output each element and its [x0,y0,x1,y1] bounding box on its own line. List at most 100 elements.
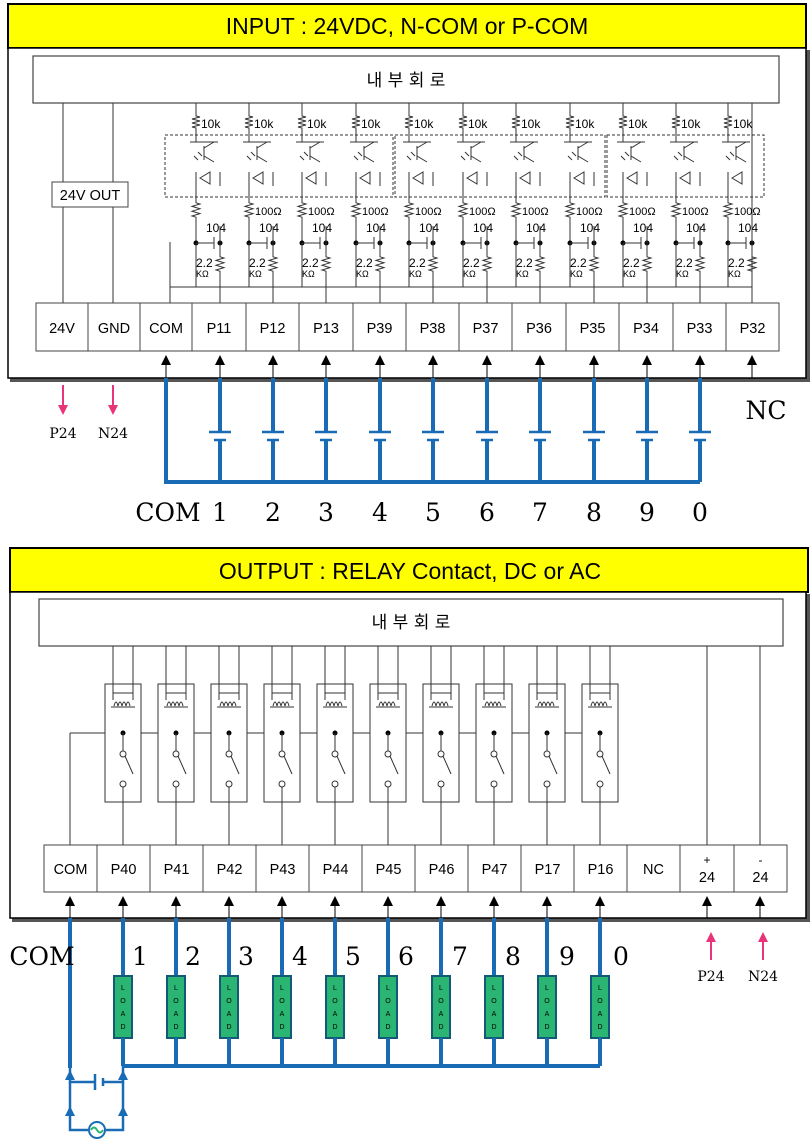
terminal-arrow [535,355,545,365]
load-letter: A [492,1011,497,1018]
load-label-9: 9 [559,942,575,971]
resistor-22k-label: 2.2 [356,256,373,270]
resistor-22k-unit: KΩ [570,269,583,279]
switch-label-2: 2 [265,498,281,527]
load-letter: D [226,1024,231,1031]
terminal-com [43,844,98,893]
resistor-10k-label: 10k [361,117,381,131]
resistor [190,198,202,222]
terminal-arrow [428,355,438,365]
load-letter: D [385,1024,390,1031]
coil-icon [431,701,449,707]
capacitor-label: 104 [473,221,493,235]
terminal-label: P46 [429,862,455,878]
phototransistor [470,141,482,163]
wire [515,172,541,200]
light-arrows [620,151,630,161]
coil-icon [325,701,343,707]
led [626,171,638,185]
wire [622,172,648,200]
resistor-22k-label: 2.2 [728,256,745,270]
load-label-3: 3 [238,942,254,971]
resistor-10k-label: 10k [733,117,753,131]
phototransistor [577,141,589,163]
capacitor-label: 104 [419,221,439,235]
coil-wire [589,646,611,693]
load-letter: O [120,998,126,1005]
load-label-2: 2 [185,942,201,971]
wire [569,172,595,200]
wire [408,172,434,200]
24v-out-label: 24V OUT [60,188,121,204]
load-letter: D [544,1024,549,1031]
phototransistor [256,141,268,163]
load-letter: A [545,1011,550,1018]
wire [727,172,753,200]
coil-icon [113,701,131,707]
resistor [404,112,414,132]
switch-label-10: 0 [692,498,708,527]
resistor [427,252,439,276]
capacitor-label: 104 [686,221,706,235]
terminal-label: P43 [270,862,296,878]
capacitor [196,237,221,249]
load-letter: L [492,985,496,992]
input-section: INPUT : 24VDC, N-COM or P-COM 내 부 회 로 24… [7,3,810,527]
switch-arm [230,755,240,775]
coil-wire [218,646,240,693]
light-arrows [725,151,735,161]
switch-label-8: 8 [586,498,602,527]
switch-arm [283,755,293,775]
supply-arrow [758,932,768,942]
switch-label-5: 5 [425,498,441,527]
switch-label-1: 1 [212,498,228,527]
input-n24-label: N24 [98,426,128,442]
resistor-10k-label: 10k [414,117,434,131]
terminal-label: P32 [740,321,766,337]
resistor-100-label: 100Ω [308,206,335,218]
relay-6 [369,646,407,845]
terminal-label: P33 [687,321,713,337]
resistor-10k-label: 10k [521,117,541,131]
led [731,171,743,185]
capacitor [516,237,541,249]
resistor-22k-label: 2.2 [302,256,319,270]
terminal-p45 [361,844,416,893]
coil-wire [271,646,293,693]
load-letter: D [173,1024,178,1031]
led [305,171,317,185]
load-letter: A [598,1011,603,1018]
led [199,171,211,185]
coil-icon [378,701,396,707]
resistor [403,198,415,222]
coil-icon [219,701,237,707]
switch-arm [336,755,346,775]
resistor-22k-label: 2.2 [570,256,587,270]
terminal-label: P42 [217,862,243,878]
terminal-label: P44 [323,862,349,878]
terminal-arrow [702,896,712,906]
terminal-p13 [298,302,354,352]
load-letter: D [279,1024,284,1031]
coil-wire [536,692,558,700]
terminal-gnd [87,302,141,352]
contact-throw [384,780,392,788]
terminal-label: P47 [482,862,508,878]
terminal-p47 [467,844,522,893]
coil-wire [324,646,346,693]
input-switch-2 [262,378,284,482]
terminal-arrow [215,355,225,365]
capacitor [409,237,434,249]
terminal-p35 [565,302,620,352]
output-internal-circuit [38,598,784,647]
resistor-22k-unit: KΩ [623,269,636,279]
coil-icon [590,701,608,707]
resistor-100-label: 100Ω [362,206,389,218]
phototransistor [203,141,215,163]
